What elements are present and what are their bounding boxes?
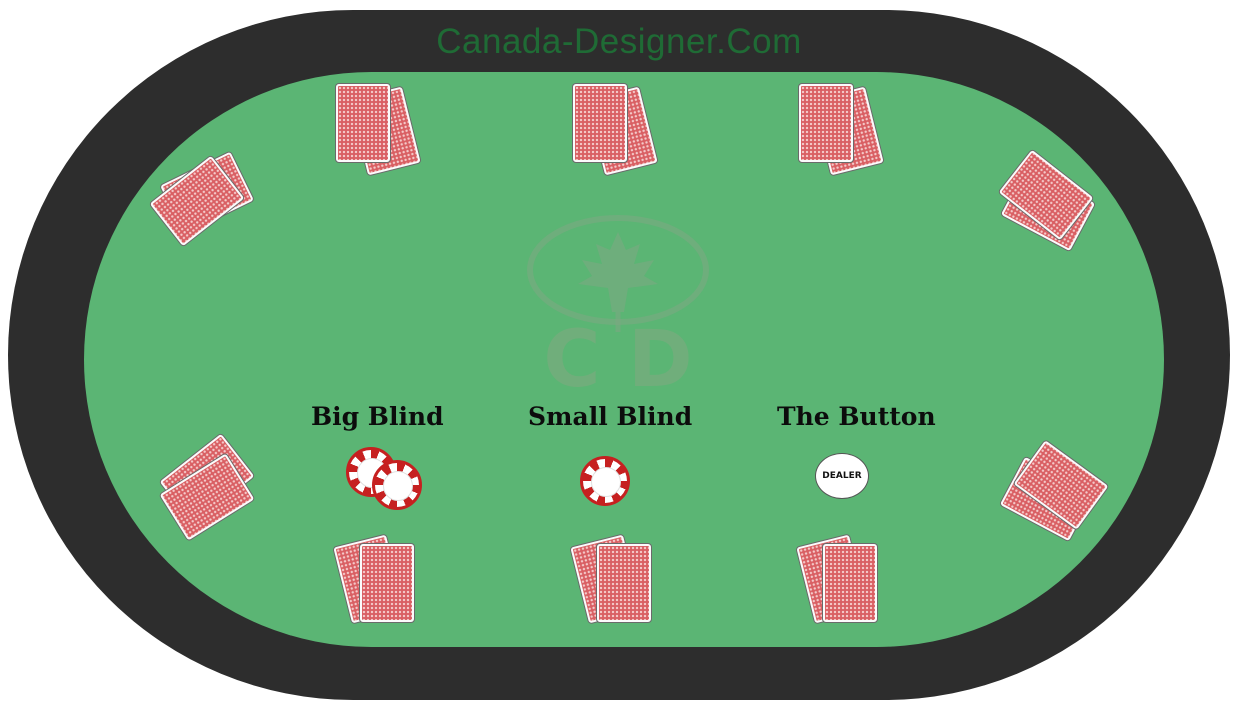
button-label: The Button: [777, 402, 936, 431]
seat-small-blind: [567, 528, 687, 648]
card-back-icon: [360, 544, 414, 622]
seat-upper-left: [140, 148, 260, 268]
seat-big-blind: [330, 528, 450, 648]
maple-leaf-logo-icon: C D: [508, 214, 728, 394]
big-blind-label: Big Blind: [311, 402, 444, 431]
dealer-button-icon: DEALER: [815, 453, 869, 499]
seat-top-center: [567, 80, 687, 200]
seat-lower-left: [150, 448, 270, 568]
seat-top-left: [330, 80, 450, 200]
seat-upper-right: [985, 148, 1105, 268]
poker-chip-icon: [372, 460, 422, 510]
seat-top-right: [793, 80, 913, 200]
poker-chip-icon: [580, 456, 630, 506]
seat-button: [793, 528, 913, 648]
site-watermark: Canada-Designer.Com: [0, 22, 1238, 62]
card-back-icon: [799, 84, 853, 162]
card-back-icon: [573, 84, 627, 162]
seat-lower-right: [994, 446, 1114, 566]
card-back-icon: [597, 544, 651, 622]
card-back-icon: [336, 84, 390, 162]
small-blind-label: Small Blind: [528, 402, 692, 431]
card-back-icon: [823, 544, 877, 622]
logo-letters: C D: [543, 315, 692, 394]
